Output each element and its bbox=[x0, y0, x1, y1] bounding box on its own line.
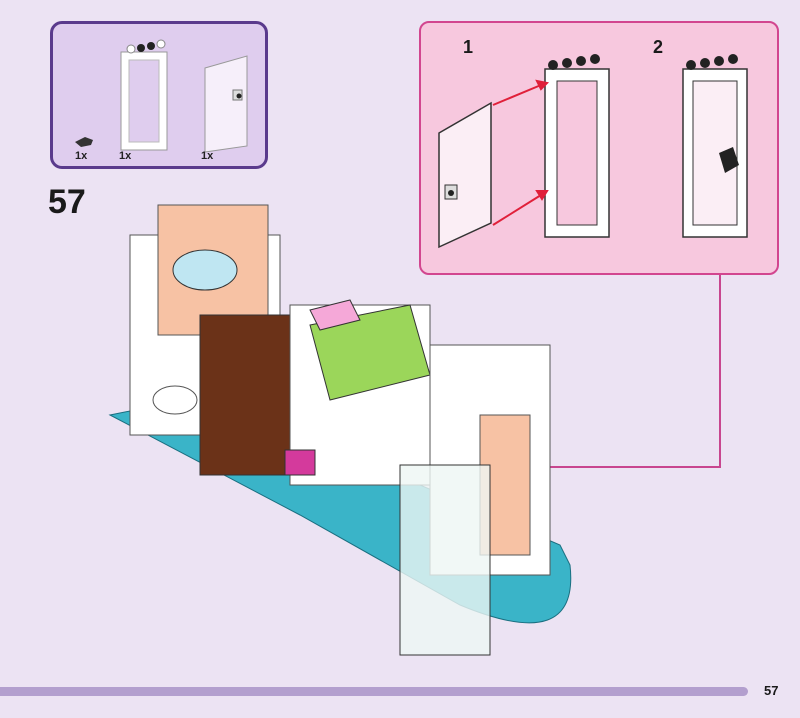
sub-assembly-callout: 1 2 bbox=[419, 21, 779, 275]
brown-door bbox=[199, 314, 296, 476]
toilet bbox=[152, 385, 198, 415]
mirror bbox=[172, 249, 238, 291]
part-qty: 1x bbox=[119, 150, 132, 162]
substep-1-label: 1 bbox=[463, 37, 474, 57]
step-number: 57 bbox=[48, 183, 86, 221]
pink-chair bbox=[284, 449, 316, 476]
door-part-icon bbox=[204, 55, 248, 153]
substep-2-label: 2 bbox=[653, 37, 664, 57]
page-progress-bar bbox=[0, 687, 748, 696]
parts-list-box: 1x 1x 1x bbox=[50, 21, 268, 169]
parts-illustration bbox=[75, 39, 248, 153]
assembled-door-icon bbox=[682, 54, 748, 238]
part-qty: 1x bbox=[75, 150, 88, 162]
door-frame-part-icon bbox=[120, 39, 168, 151]
part-qty: 1x bbox=[201, 150, 214, 162]
attach-arrow-icon bbox=[492, 79, 550, 226]
door-icon bbox=[438, 101, 492, 249]
door-frame-icon bbox=[544, 54, 610, 238]
new-door bbox=[399, 464, 491, 656]
callout-illustration bbox=[438, 54, 748, 249]
tile-part-icon bbox=[75, 137, 93, 147]
callout-leader-line bbox=[495, 275, 721, 468]
pink-pillow bbox=[309, 299, 361, 331]
model-illustration bbox=[108, 204, 721, 656]
page-number: 57 bbox=[764, 683, 779, 698]
